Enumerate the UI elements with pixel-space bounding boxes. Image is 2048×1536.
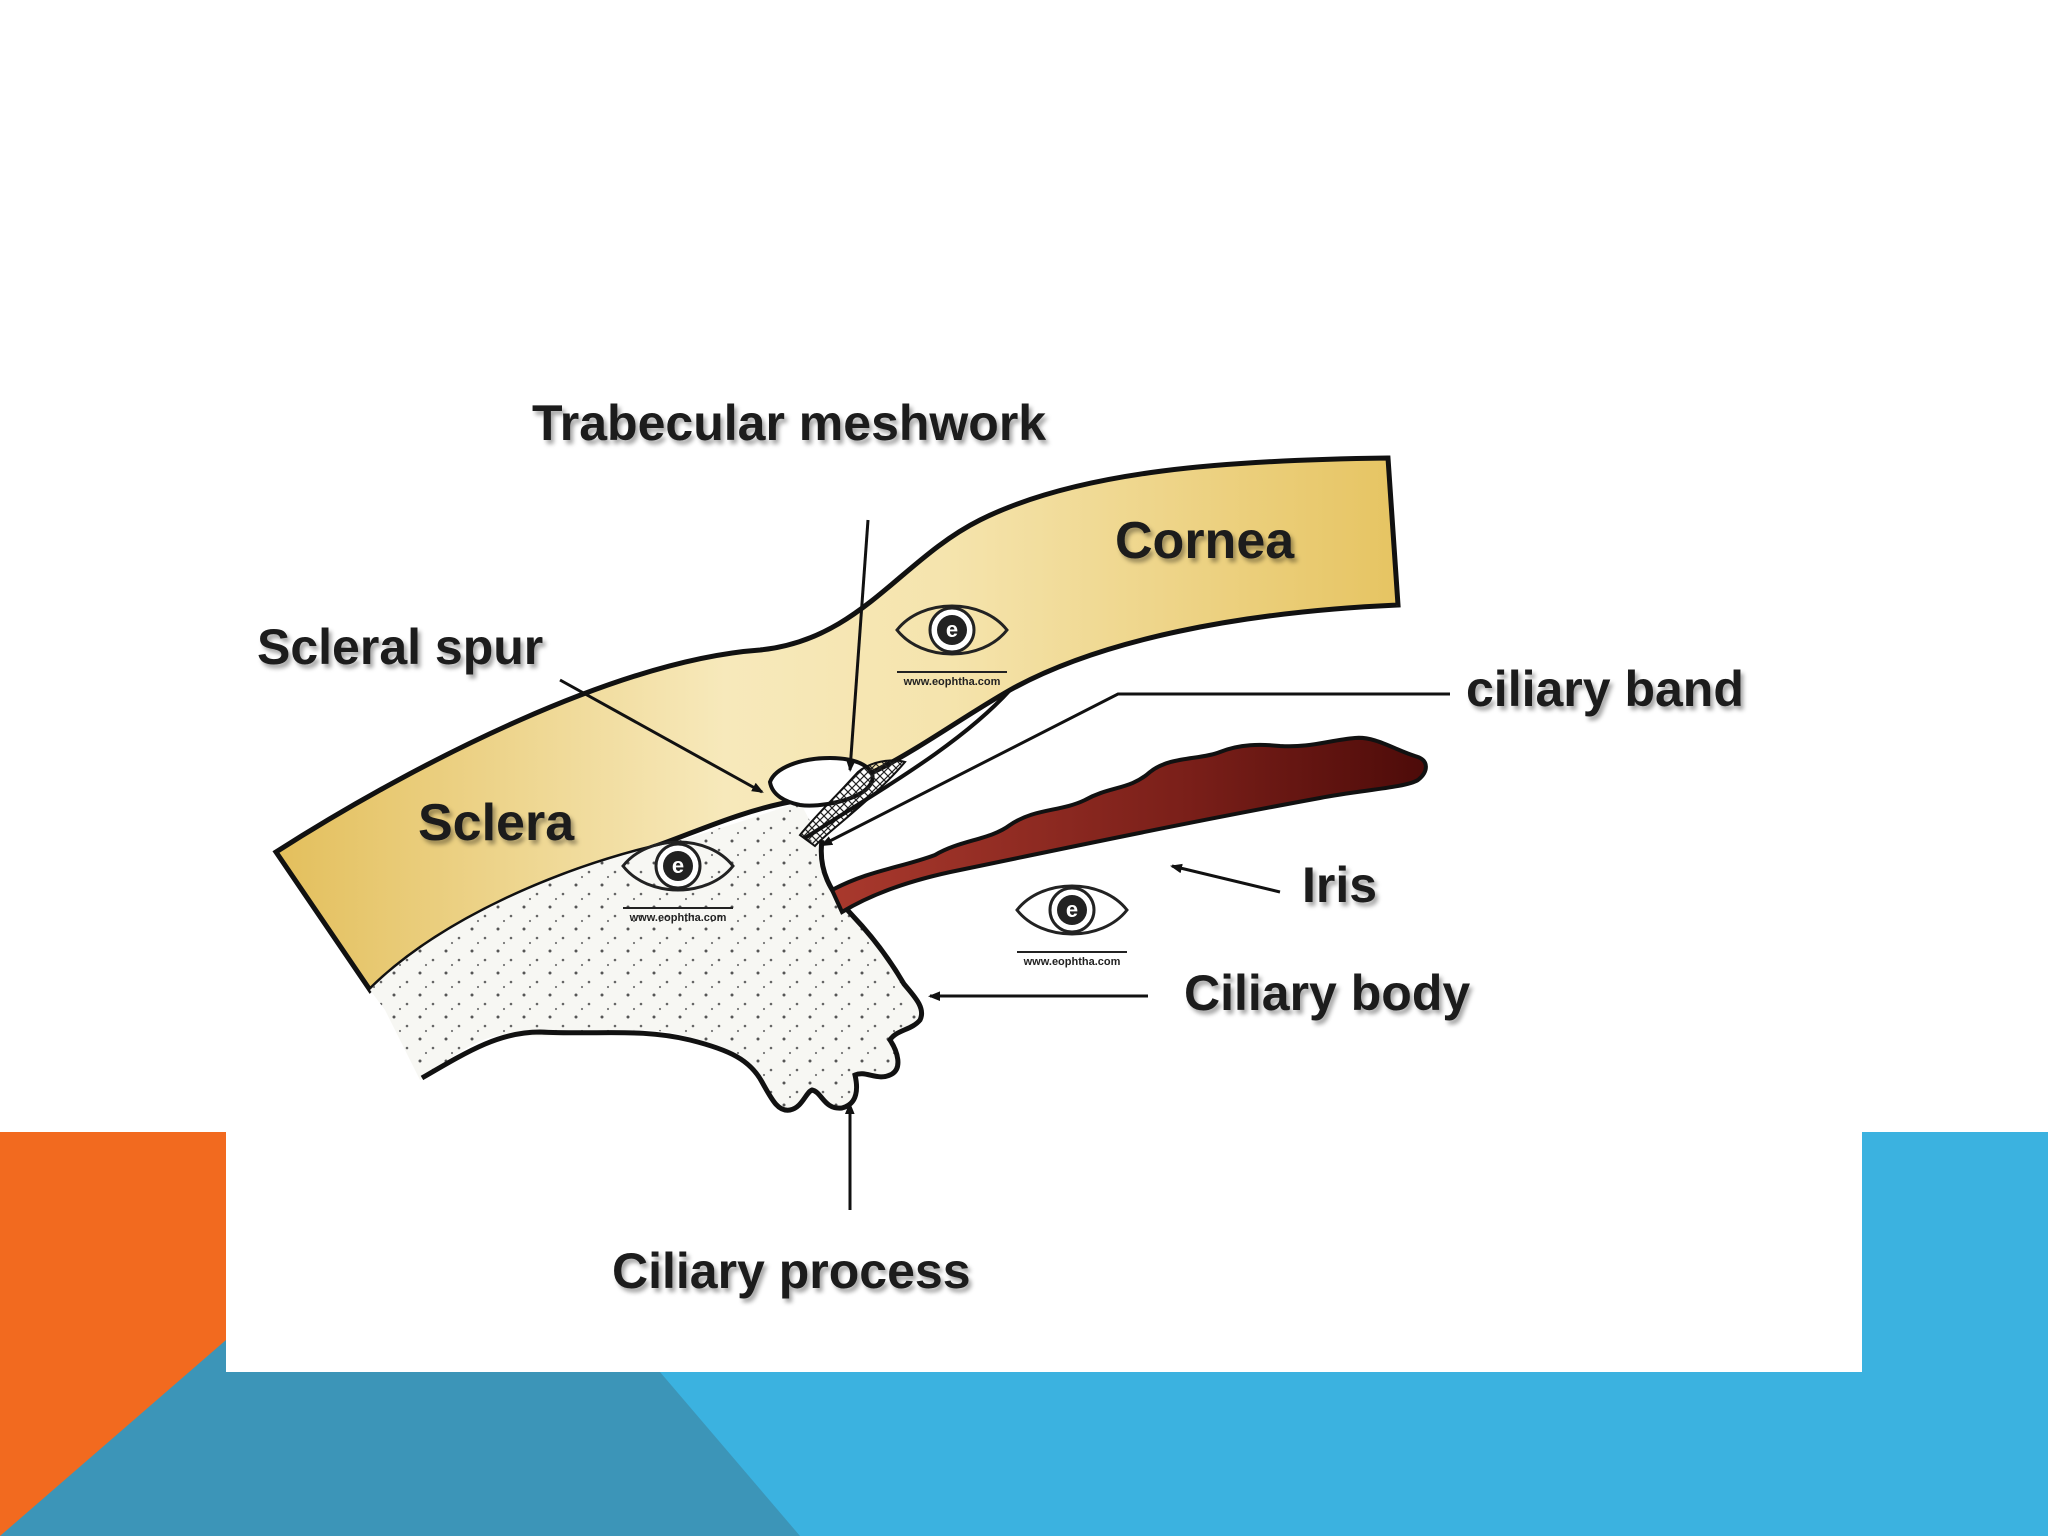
label-iris: Iris xyxy=(1302,857,1377,913)
label-sclera: Sclera xyxy=(418,794,575,852)
watermark-iris: e www.eophtha.com xyxy=(1015,884,1129,968)
eye-logo-icon xyxy=(895,604,1009,656)
eye-logo-icon xyxy=(621,840,735,892)
cornea-posterior-line xyxy=(803,688,1012,840)
teal-accent-triangle xyxy=(0,1340,800,1536)
sclera-cornea-band xyxy=(272,455,1401,994)
iris xyxy=(829,735,1428,915)
eye-logo-letter: e xyxy=(1066,897,1078,922)
eye-logo-pupil xyxy=(937,615,967,645)
label-ciliary-band: ciliary band xyxy=(1466,661,1744,717)
eye-logo-pupil xyxy=(663,851,693,881)
ciliary-band-arrow xyxy=(820,692,1450,847)
ciliary-body-outline xyxy=(420,839,924,1113)
trabecular-meshwork-arrow xyxy=(846,519,870,773)
label-ciliary-process: Ciliary process xyxy=(612,1243,971,1299)
eye-logo-pupil xyxy=(1057,895,1087,925)
label-scleral-spur: Scleral spur xyxy=(257,619,543,675)
watermark-url: www.eophtha.com xyxy=(1023,956,1121,968)
eye-logo-letter: e xyxy=(672,853,684,878)
watermark-sclera: e www.eophtha.com xyxy=(621,840,735,924)
watermark-url: www.eophtha.com xyxy=(903,676,1001,688)
label-ciliary-body: Ciliary body xyxy=(1184,965,1470,1021)
watermark-cornea: e www.eophtha.com xyxy=(895,604,1009,688)
scleral-spur-arrow xyxy=(559,678,764,794)
eye-logo-icon xyxy=(1015,884,1129,936)
watermark-url: www.eophtha.com xyxy=(629,912,727,924)
eye-logo-letter: e xyxy=(946,617,958,642)
label-trabecular-meshwork: Trabecular meshwork xyxy=(532,395,1046,451)
content-panel-bottom xyxy=(226,1132,1862,1372)
iris-arrow xyxy=(1170,863,1281,894)
label-cornea: Cornea xyxy=(1115,512,1295,570)
